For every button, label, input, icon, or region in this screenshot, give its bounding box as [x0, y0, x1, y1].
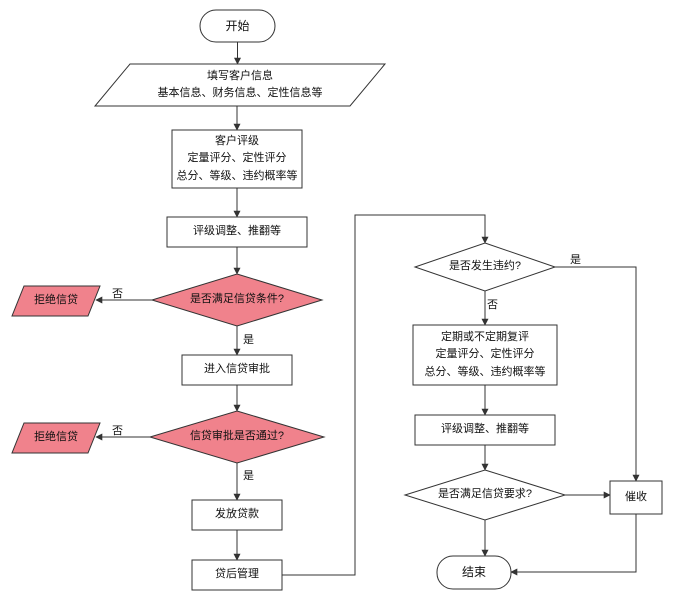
fill-info-shape: [93, 63, 387, 107]
credit-requirement-diamond: [403, 469, 567, 521]
edge-defaultcheck-yes-to-collection: [555, 266, 640, 482]
periodic-review-shape: [412, 324, 558, 386]
end-node-shape: [436, 555, 512, 590]
edge-collection-to-end: [510, 514, 637, 576]
approval-pass-diamond: [148, 410, 326, 464]
reject-credit-1-shape: [11, 285, 101, 317]
issue-loan-shape: [191, 499, 283, 531]
rating-adjust-1-shape: [166, 216, 308, 248]
credit-condition-diamond: [150, 273, 324, 327]
start-node-shape: [199, 9, 276, 43]
post-loan-shape: [191, 559, 283, 591]
reject-credit-2-shape: [11, 422, 101, 454]
customer-rating-shape: [171, 129, 303, 189]
collection-shape: [609, 480, 663, 515]
credit-approval-shape: [181, 354, 293, 386]
default-check-diamond: [413, 242, 557, 292]
edge-postloan-to-defaultcheck: [282, 214, 489, 576]
rating-adjust-2-shape: [414, 414, 556, 446]
